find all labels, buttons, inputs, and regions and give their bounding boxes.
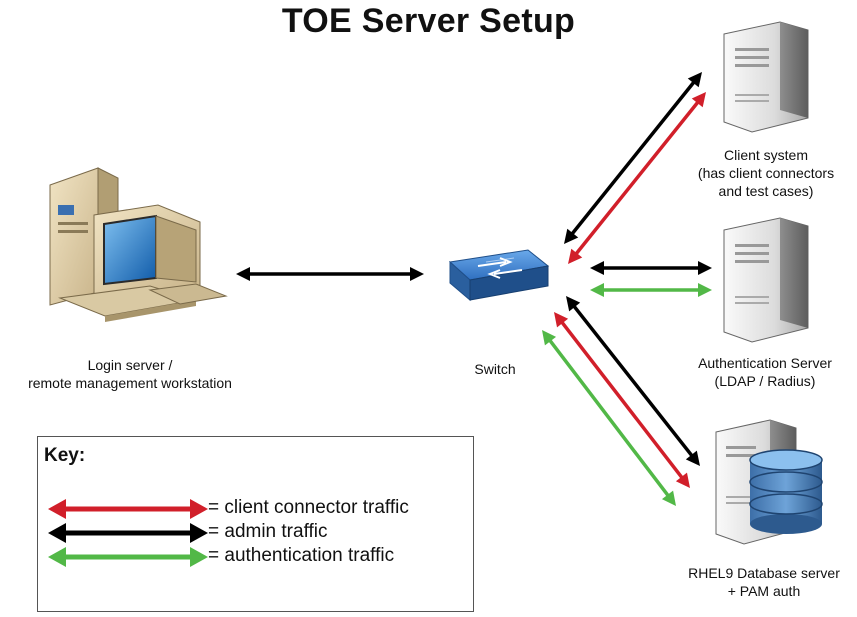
legend-item-admin: = admin traffic bbox=[38, 521, 468, 545]
authentication-arrow-switch-db bbox=[542, 330, 676, 506]
desktop-computer-icon bbox=[49, 167, 228, 322]
client-system-label: Client system (has client connectors and… bbox=[676, 146, 856, 200]
admin-arrow-switch-db bbox=[566, 296, 700, 466]
database-server-icon bbox=[715, 419, 823, 545]
admin-arrow-login-switch bbox=[236, 267, 424, 281]
authentication-arrow-switch-auth bbox=[590, 283, 712, 297]
network-switch-icon bbox=[448, 249, 550, 302]
label-line: Authentication Server bbox=[698, 355, 832, 371]
legend-box: Key: = client connector traffic = admin … bbox=[37, 436, 474, 612]
label-line: Login server / bbox=[87, 357, 173, 373]
switch-label: Switch bbox=[450, 360, 540, 378]
label-line: Client system bbox=[723, 147, 809, 163]
legend-item-authentication: = authentication traffic bbox=[38, 545, 468, 569]
red-double-arrow-icon bbox=[48, 499, 208, 519]
server-tower-icon bbox=[723, 217, 809, 343]
label-line: RHEL9 Database server bbox=[688, 565, 840, 581]
legend-text: = admin traffic bbox=[208, 521, 328, 542]
legend-text: = authentication traffic bbox=[208, 545, 395, 566]
server-tower-icon bbox=[723, 21, 809, 133]
database-server-label: RHEL9 Database server + PAM auth bbox=[672, 564, 856, 600]
authentication-server-label: Authentication Server (LDAP / Radius) bbox=[680, 354, 850, 390]
admin-arrow-switch-auth bbox=[590, 261, 712, 275]
connection-arrows bbox=[236, 72, 712, 506]
client-connector-arrow-switch-db bbox=[554, 312, 690, 488]
green-double-arrow-icon bbox=[48, 547, 208, 567]
label-line: + PAM auth bbox=[727, 583, 801, 599]
legend-title: Key: bbox=[44, 445, 86, 466]
label-line: (LDAP / Radius) bbox=[714, 373, 816, 389]
label-line: (has client connectors bbox=[697, 165, 835, 181]
label-line: and test cases) bbox=[718, 183, 814, 199]
login-server-label: Login server / remote management worksta… bbox=[10, 356, 250, 392]
legend-text: = client connector traffic bbox=[208, 497, 409, 518]
admin-arrow-switch-client bbox=[564, 72, 702, 244]
black-double-arrow-icon bbox=[48, 523, 208, 543]
label-line: remote management workstation bbox=[28, 375, 232, 391]
diagram-title: TOE Server Setup bbox=[281, 2, 576, 40]
label-line: Switch bbox=[474, 361, 516, 377]
client-connector-arrow-switch-client bbox=[568, 92, 706, 264]
legend-item-client-connector: = client connector traffic bbox=[38, 497, 468, 521]
